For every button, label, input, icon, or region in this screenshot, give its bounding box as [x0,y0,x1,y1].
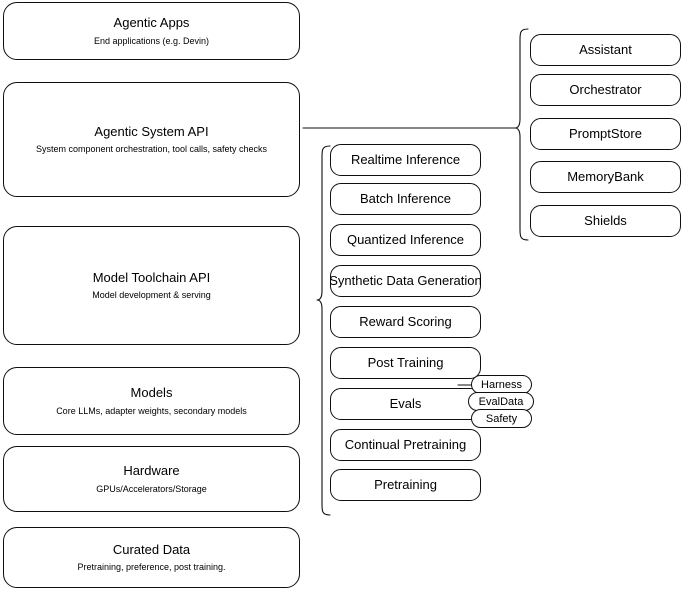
layer-title: Model Toolchain API [92,269,211,285]
layer-subtitle: GPUs/Accelerators/Storage [96,483,207,494]
eval-pill-label: Harness [481,378,522,391]
layer-box-agentic-system-api[interactable]: Agentic System API System component orch… [3,82,300,197]
system-component-label: MemoryBank [567,168,644,184]
capability-box-continual-pretraining[interactable]: Continual Pretraining [330,429,481,461]
toolchain-capabilities-brace [316,145,331,516]
capability-label: Pretraining [374,476,437,492]
capability-box-reward-scoring[interactable]: Reward Scoring [330,306,481,338]
layer-title: Curated Data [112,541,191,557]
capability-box-post-training[interactable]: Post Training [330,347,481,379]
system-component-label: PromptStore [569,125,642,141]
capability-label: Quantized Inference [346,231,465,247]
system-component-box-assistant[interactable]: Assistant [530,34,681,66]
layer-subtitle: Core LLMs, adapter weights, secondary mo… [56,405,247,416]
system-component-label: Orchestrator [569,81,642,97]
layer-subtitle: Pretraining, preference, post training. [77,562,226,572]
capability-label: Reward Scoring [359,313,452,329]
layer-subtitle: End applications (e.g. Devin) [93,35,210,46]
system-component-box-shields[interactable]: Shields [530,205,681,237]
layer-subtitle: System component orchestration, tool cal… [35,144,268,154]
layer-title: Models [130,385,173,401]
layer-subtitle: Model development & serving [92,290,211,300]
layer-title: Hardware [123,463,180,479]
system-component-label: Assistant [579,41,632,57]
capability-box-quantized-inference[interactable]: Quantized Inference [330,224,481,256]
capability-label: Batch Inference [359,190,452,206]
capability-label: Continual Pretraining [344,436,467,452]
layer-box-hardware[interactable]: Hardware GPUs/Accelerators/Storage [3,446,300,512]
system-component-label: Shields [584,212,627,228]
capability-label: Post Training [367,354,444,370]
capability-label: Synthetic Data Generation [329,272,482,288]
system-components-brace [514,28,529,241]
capability-box-synthetic-data-generation[interactable]: Synthetic Data Generation [329,265,482,297]
system-component-box-memorybank[interactable]: MemoryBank [530,161,681,193]
capability-box-pretraining[interactable]: Pretraining [330,469,481,501]
capability-label: Realtime Inference [350,151,461,167]
capability-box-realtime-inference[interactable]: Realtime Inference [330,144,481,176]
layer-title: Agentic Apps [113,15,190,31]
layer-box-model-toolchain-api[interactable]: Model Toolchain API Model development & … [3,226,300,345]
eval-pill-safety[interactable]: Safety [471,409,532,428]
eval-pill-harness[interactable]: Harness [471,375,532,394]
capability-box-batch-inference[interactable]: Batch Inference [330,183,481,215]
capability-label: Evals [389,395,422,411]
eval-pill-label: EvalData [478,395,524,408]
layer-box-models[interactable]: Models Core LLMs, adapter weights, secon… [3,367,300,435]
layer-title: Agentic System API [94,123,209,139]
system-component-box-orchestrator[interactable]: Orchestrator [530,74,681,106]
system-component-box-promptstore[interactable]: PromptStore [530,118,681,150]
eval-pill-evaldata[interactable]: EvalData [468,392,534,411]
layer-box-curated-data[interactable]: Curated Data Pretraining, preference, po… [3,527,300,588]
layer-box-agentic-apps[interactable]: Agentic Apps End applications (e.g. Devi… [3,2,300,60]
eval-pill-label: Safety [485,412,518,425]
capability-box-evals[interactable]: Evals [330,388,481,420]
